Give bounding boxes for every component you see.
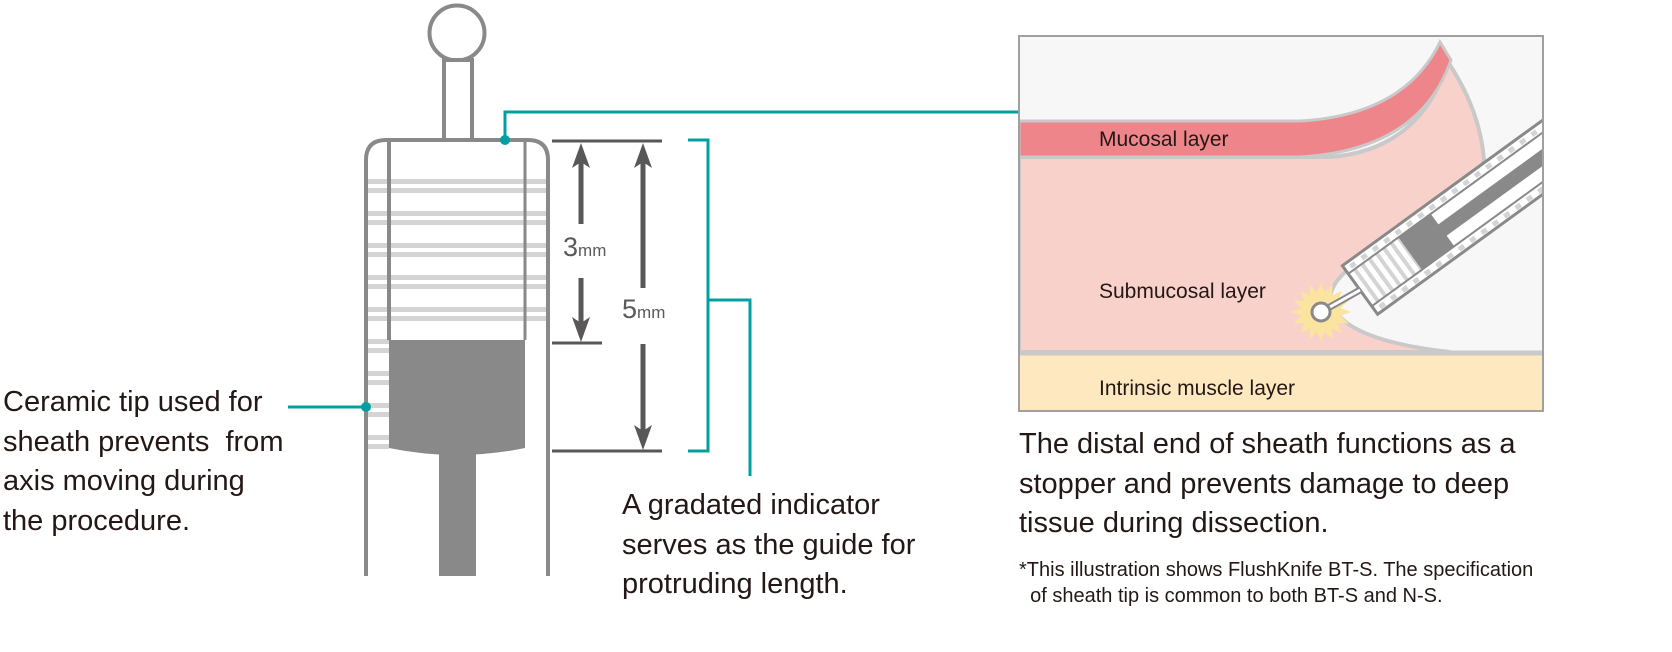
instrument-graduation bbox=[1367, 257, 1395, 293]
graduation-mark bbox=[368, 316, 546, 321]
gradated-indicator-bracket bbox=[688, 138, 710, 453]
instrument-side-mark bbox=[1518, 137, 1527, 146]
instrument-side-mark bbox=[1348, 261, 1357, 269]
gradated-indicator-caption: A gradated indicator serves as the guide… bbox=[622, 489, 916, 600]
distal-end-caption: The distal end of sheath functions as a … bbox=[1019, 428, 1516, 539]
ceramic-tip-caption: Ceramic tip used for sheath prevents fro… bbox=[3, 386, 284, 537]
instrument-side-mark bbox=[1382, 236, 1391, 244]
instrument-graduation bbox=[1382, 246, 1409, 282]
submucosal-layer-label: Submucosal layer bbox=[1099, 280, 1266, 303]
graduation-mark bbox=[368, 179, 546, 184]
instrument-graduation bbox=[1360, 262, 1388, 298]
footnote: *This illustration shows FlushKnife BT-S… bbox=[1019, 559, 1534, 607]
instrument-side-mark bbox=[1457, 243, 1466, 252]
mucosal-layer-label: Mucosal layer bbox=[1099, 128, 1229, 151]
graduation-mark bbox=[368, 444, 389, 449]
instrument-knife-shaft bbox=[1436, 125, 1543, 237]
knife-shaft bbox=[442, 58, 474, 142]
instrument-inner-wall-bottom bbox=[1371, 152, 1543, 307]
dim-5mm-arrowhead-up bbox=[634, 143, 652, 168]
instrument-inner-wall-top bbox=[1347, 120, 1543, 275]
instrument-side-mark bbox=[1439, 195, 1448, 203]
instrument-side-mark bbox=[1484, 162, 1493, 170]
instrument-side-mark bbox=[1496, 154, 1505, 162]
graduation-mark bbox=[368, 403, 389, 408]
graduation-mark bbox=[368, 380, 389, 385]
instrument-side-mark bbox=[1389, 293, 1398, 301]
instrument-side-mark bbox=[1416, 211, 1425, 220]
muscle-layer bbox=[1019, 352, 1543, 411]
graduation-mark bbox=[368, 220, 546, 225]
dim-5mm-arrowhead-down bbox=[634, 425, 652, 450]
instrument-side-mark bbox=[1491, 219, 1500, 227]
dim-3mm-label: 3mm bbox=[563, 232, 606, 262]
instrument-side-mark bbox=[1480, 227, 1489, 236]
graduation-mark bbox=[368, 243, 546, 248]
graduation-mark bbox=[368, 339, 389, 344]
instrument-sheath bbox=[1340, 110, 1579, 317]
instrument-side-mark bbox=[1530, 129, 1538, 138]
tissue-panel: Mucosal layer Submucosal layer Intrinsic… bbox=[1018, 35, 1579, 412]
instrument-side-mark bbox=[1394, 228, 1403, 236]
instrument-graduation bbox=[1353, 267, 1380, 303]
graduation-marks bbox=[368, 179, 546, 449]
graduation-mark bbox=[368, 284, 546, 289]
instrument-ball-tip bbox=[1310, 301, 1332, 323]
ball-tip bbox=[427, 3, 487, 63]
instrument-side-mark bbox=[1423, 268, 1432, 277]
instrument-side-mark bbox=[1435, 260, 1443, 268]
instrument-side-mark bbox=[1462, 178, 1471, 187]
graduation-mark bbox=[368, 348, 389, 353]
instrument-side-mark bbox=[1514, 202, 1523, 211]
instrument-side-mark bbox=[1360, 252, 1369, 261]
muscle-layer-label: Intrinsic muscle layer bbox=[1099, 377, 1295, 400]
instrument-side-mark bbox=[1468, 235, 1477, 244]
instrument-side-mark bbox=[1502, 211, 1511, 219]
dim-3mm-arrowhead-up bbox=[572, 143, 590, 168]
instrument-side-mark bbox=[1371, 244, 1380, 253]
panel-border bbox=[1018, 35, 1544, 412]
sheath-outline bbox=[364, 138, 550, 576]
instrument-side-mark bbox=[1401, 285, 1409, 293]
instrument-side-mark bbox=[1548, 178, 1556, 186]
instrument-side-mark bbox=[1525, 194, 1534, 203]
dimension-markers: 3mm 5mm bbox=[552, 138, 752, 476]
instrument-side-mark bbox=[1446, 252, 1455, 260]
instrument-side-mark bbox=[1450, 187, 1459, 195]
instrument-side-mark bbox=[1560, 170, 1568, 178]
distal-end-leader-dot bbox=[500, 135, 510, 145]
graduation-mark bbox=[368, 275, 546, 280]
graduation-mark bbox=[368, 435, 389, 440]
sheath-tip-illustration bbox=[288, 3, 1018, 576]
distal-end-leader bbox=[503, 110, 1018, 140]
instrument-side-mark bbox=[1378, 301, 1387, 310]
graduation-mark bbox=[368, 371, 389, 376]
graduation-mark bbox=[368, 307, 546, 312]
instrument-side-mark bbox=[1405, 219, 1414, 228]
dim-5mm-label: 5mm bbox=[622, 294, 665, 324]
graduation-mark bbox=[368, 211, 546, 216]
instrument-graduation bbox=[1374, 252, 1402, 287]
gradated-indicator-leader bbox=[708, 298, 752, 476]
ceramic-tip-leader-dot bbox=[361, 402, 371, 412]
instrument-graduation bbox=[1389, 241, 1417, 277]
graduation-mark bbox=[368, 412, 389, 417]
instrument-side-mark bbox=[1473, 170, 1482, 179]
instrument-side-mark bbox=[1571, 162, 1579, 170]
knife-base bbox=[389, 340, 525, 455]
knife-stem bbox=[439, 452, 476, 576]
instrument-side-mark bbox=[1507, 145, 1516, 154]
mucosal-layer bbox=[1019, 38, 1453, 159]
graduation-mark bbox=[368, 252, 546, 257]
instrument-side-mark bbox=[1428, 203, 1437, 212]
graduation-mark bbox=[368, 188, 546, 193]
dim-3mm-arrowhead-down bbox=[572, 317, 590, 342]
instrument-side-mark bbox=[1412, 276, 1421, 285]
